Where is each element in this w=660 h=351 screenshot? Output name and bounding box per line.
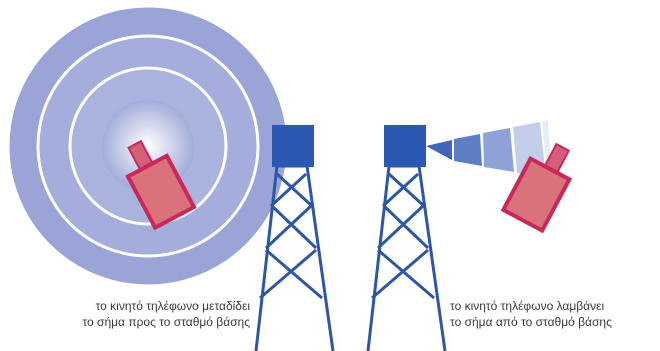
caption-receive-line1: το κινητό τηλέφωνο λαμβάνει [450,298,612,314]
left-antenna-box [272,125,314,167]
caption-transmit: το κινητό τηλέφωνο μεταδίδει το σήμα προ… [82,298,250,330]
caption-transmit-line1: το κινητό τηλέφωνο μεταδίδει [82,298,250,314]
beam-segment-1 [426,140,452,160]
beam-segment-2 [454,134,482,166]
caption-receive: το κινητό τηλέφωνο λαμβάνει το σήμα από … [450,298,612,330]
right-antenna-box [384,125,426,167]
transmit-waves [8,6,288,286]
caption-receive-line2: το σήμα από το σταθμό βάσης [450,314,612,330]
caption-transmit-line2: το σήμα προς το σταθμό βάσης [82,314,250,330]
right-tower [368,166,445,351]
beam-segment-3 [483,128,514,172]
